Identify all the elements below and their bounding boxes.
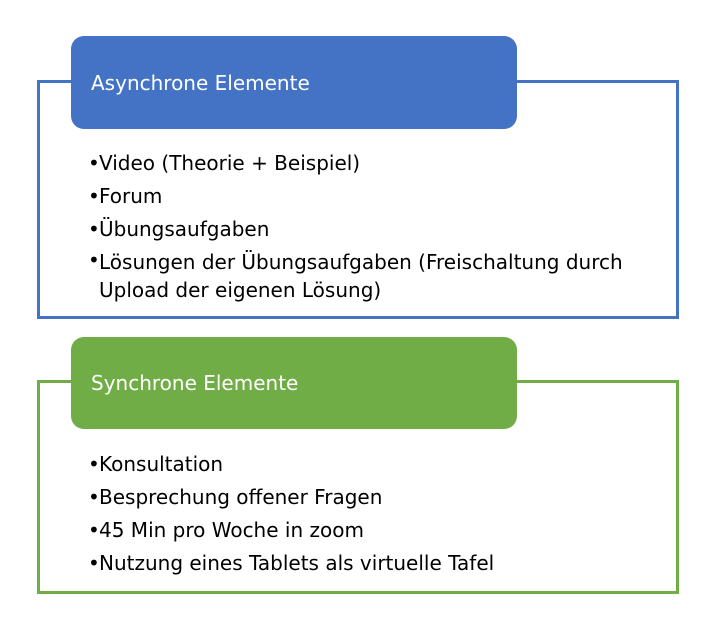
list-item: • Nutzung eines Tablets als virtuelle Ta… — [88, 547, 628, 580]
bullet-icon: • — [88, 248, 100, 272]
bullet-icon: • — [88, 551, 100, 575]
bullet-icon: • — [88, 485, 100, 509]
list-item: • Video (Theorie + Beispiel) — [88, 147, 628, 180]
sync-elements-header: Synchrone Elemente — [71, 337, 517, 429]
list-item: • Übungsaufgaben — [88, 213, 628, 246]
bullet-icon: • — [88, 184, 100, 208]
bullet-icon: • — [88, 452, 100, 476]
sync-elements-list: • Konsultation • Besprechung offener Fra… — [88, 448, 628, 580]
list-item: • Besprechung offener Fragen — [88, 481, 628, 514]
async-elements-title: Asynchrone Elemente — [91, 70, 310, 95]
async-elements-header: Asynchrone Elemente — [71, 36, 517, 129]
list-item: • 45 Min pro Woche in zoom — [88, 514, 628, 547]
list-item-text: Video (Theorie + Beispiel) — [99, 151, 361, 175]
bullet-icon: • — [88, 151, 100, 175]
list-item-text: Nutzung eines Tablets als virtuelle Tafe… — [99, 551, 495, 575]
bullet-icon: • — [88, 217, 100, 241]
list-item-text: Übungsaufgaben — [99, 217, 270, 241]
async-elements-list: • Video (Theorie + Beispiel) • Forum • Ü… — [88, 147, 628, 304]
list-item-text: Forum — [99, 184, 163, 208]
list-item: • Lösungen der Übungsaufgaben (Freischal… — [88, 246, 628, 304]
list-item-text: 45 Min pro Woche in zoom — [99, 518, 364, 542]
list-item: • Forum — [88, 180, 628, 213]
list-item-text: Konsultation — [99, 452, 224, 476]
list-item: • Konsultation — [88, 448, 628, 481]
sync-elements-title: Synchrone Elemente — [91, 371, 299, 395]
list-item-text: Lösungen der Übungsaufgaben (Freischaltu… — [99, 250, 623, 302]
list-item-text: Besprechung offener Fragen — [99, 485, 383, 509]
bullet-icon: • — [88, 518, 100, 542]
